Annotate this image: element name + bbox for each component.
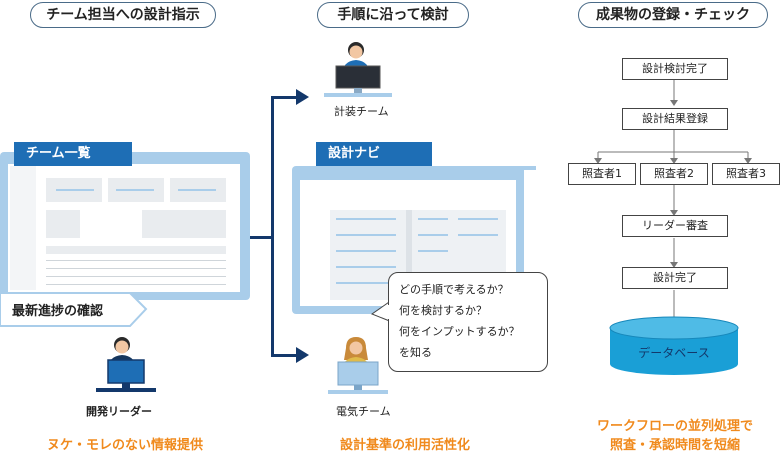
header-design-instruction: チーム担当への設計指示: [30, 2, 216, 28]
middle-caption: 設計基準の利用活性化: [339, 438, 470, 453]
person-at-computer-icon: [96, 337, 156, 392]
progress-callout: [0, 292, 148, 327]
design-navi-cell: [418, 250, 448, 252]
flow-step-design-complete: 設計完了: [622, 267, 728, 289]
bubble-line: 何をインプットするか？: [399, 325, 520, 338]
team-list-row: [46, 260, 226, 261]
flow-reviewer-2: 照査者2: [640, 163, 708, 185]
progress-callout-text: 最新進捗の確認: [12, 304, 104, 319]
design-navi-tab: 設計ナビ: [316, 142, 432, 166]
team-list-table-header: [46, 246, 226, 254]
team-list-tab: チーム一覧: [14, 142, 132, 166]
design-navi-column-divider: [406, 210, 412, 300]
team-list-thumb: [142, 210, 226, 238]
connector-vertical: [271, 96, 274, 356]
connector-horizontal: [250, 236, 272, 239]
design-navi-cell: [336, 218, 396, 220]
dev-leader-label: 開発リーダー: [86, 405, 152, 418]
flow-reviewer-1: 照査者1: [568, 163, 636, 185]
team-list-row: [46, 276, 226, 277]
design-navi-cell: [458, 234, 498, 236]
person-at-computer-icon: [324, 42, 392, 97]
person-at-computer-icon: [328, 337, 388, 394]
flow-step-leader-review: リーダー審査: [622, 215, 728, 237]
design-navi-cell: [336, 234, 396, 236]
left-caption: ヌケ・モレのない情報提供: [46, 438, 203, 453]
bubble-line: 何を検討するか？: [399, 304, 487, 317]
database-icon: [609, 316, 739, 375]
flow-step-design-review-done: 設計検討完了: [622, 58, 728, 80]
team-list-card-line: [56, 189, 94, 191]
design-navi-cell: [458, 218, 498, 220]
bubble-line: どの手順で考えるか？: [399, 283, 509, 296]
right-caption-line2: 照査・承認時間を短縮: [609, 438, 740, 453]
design-navi-cell: [336, 266, 396, 268]
design-navi-frame-top: [316, 166, 536, 170]
instrumentation-team-label: 計装チーム: [334, 105, 389, 118]
electrical-team-label: 電気チーム: [336, 405, 391, 418]
design-navi-cell: [336, 250, 396, 252]
team-list-thumb: [46, 210, 80, 238]
design-navi-cell: [336, 282, 396, 284]
connector-bottom-branch: [271, 354, 299, 357]
design-navi-cell: [418, 234, 448, 236]
arrow-right-icon: [296, 347, 309, 363]
flow-reviewer-3: 照査者3: [712, 163, 780, 185]
speech-bubble: どの手順で考えるか？ 何を検討するか？ 何をインプットするか？ を知る: [388, 272, 548, 372]
team-list-row: [46, 268, 226, 269]
team-list-card-line: [116, 189, 154, 191]
bubble-tail-cover: [388, 305, 391, 319]
team-list-sidebar: [10, 166, 36, 290]
team-list-card-line: [178, 189, 216, 191]
connector-top-branch: [271, 96, 299, 99]
flow-step-register-results: 設計結果登録: [622, 108, 728, 130]
design-navi-cell: [418, 218, 448, 220]
bubble-line: を知る: [399, 346, 432, 359]
arrow-right-icon: [296, 89, 309, 105]
team-list-row: [46, 284, 226, 285]
database-label: データベース: [638, 346, 710, 360]
header-follow-procedure: 手順に沿って検討: [317, 2, 469, 28]
header-register-check: 成果物の登録・チェック: [578, 2, 768, 28]
flowchart-connectors: [594, 78, 752, 320]
right-caption-line1: ワークフローの並列処理で: [596, 419, 753, 434]
